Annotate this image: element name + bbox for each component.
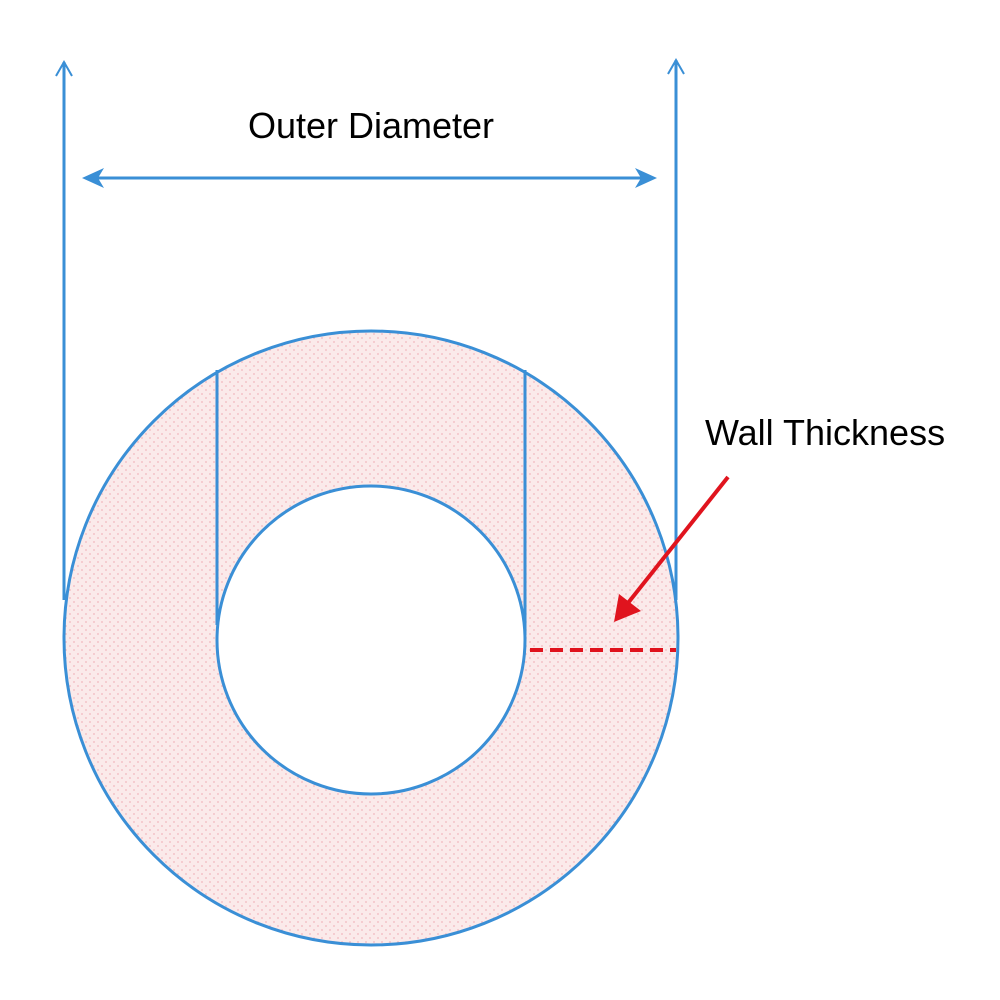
outer-extension-arrowhead-left	[55, 59, 73, 77]
wall-thickness-pointer-arrowhead	[614, 594, 641, 622]
inner-circle	[215, 484, 527, 796]
outer-diameter-label: Outer Diameter	[248, 105, 494, 146]
outer-diameter-arrowhead-right	[635, 168, 657, 188]
outer-circle	[62, 329, 680, 947]
wall-thickness-pointer-line	[626, 475, 730, 605]
outer-extension-arrowhead-right	[667, 57, 685, 75]
wall-thickness-label: Wall Thickness	[705, 412, 945, 453]
outer-diameter-arrowhead-left	[82, 168, 104, 188]
